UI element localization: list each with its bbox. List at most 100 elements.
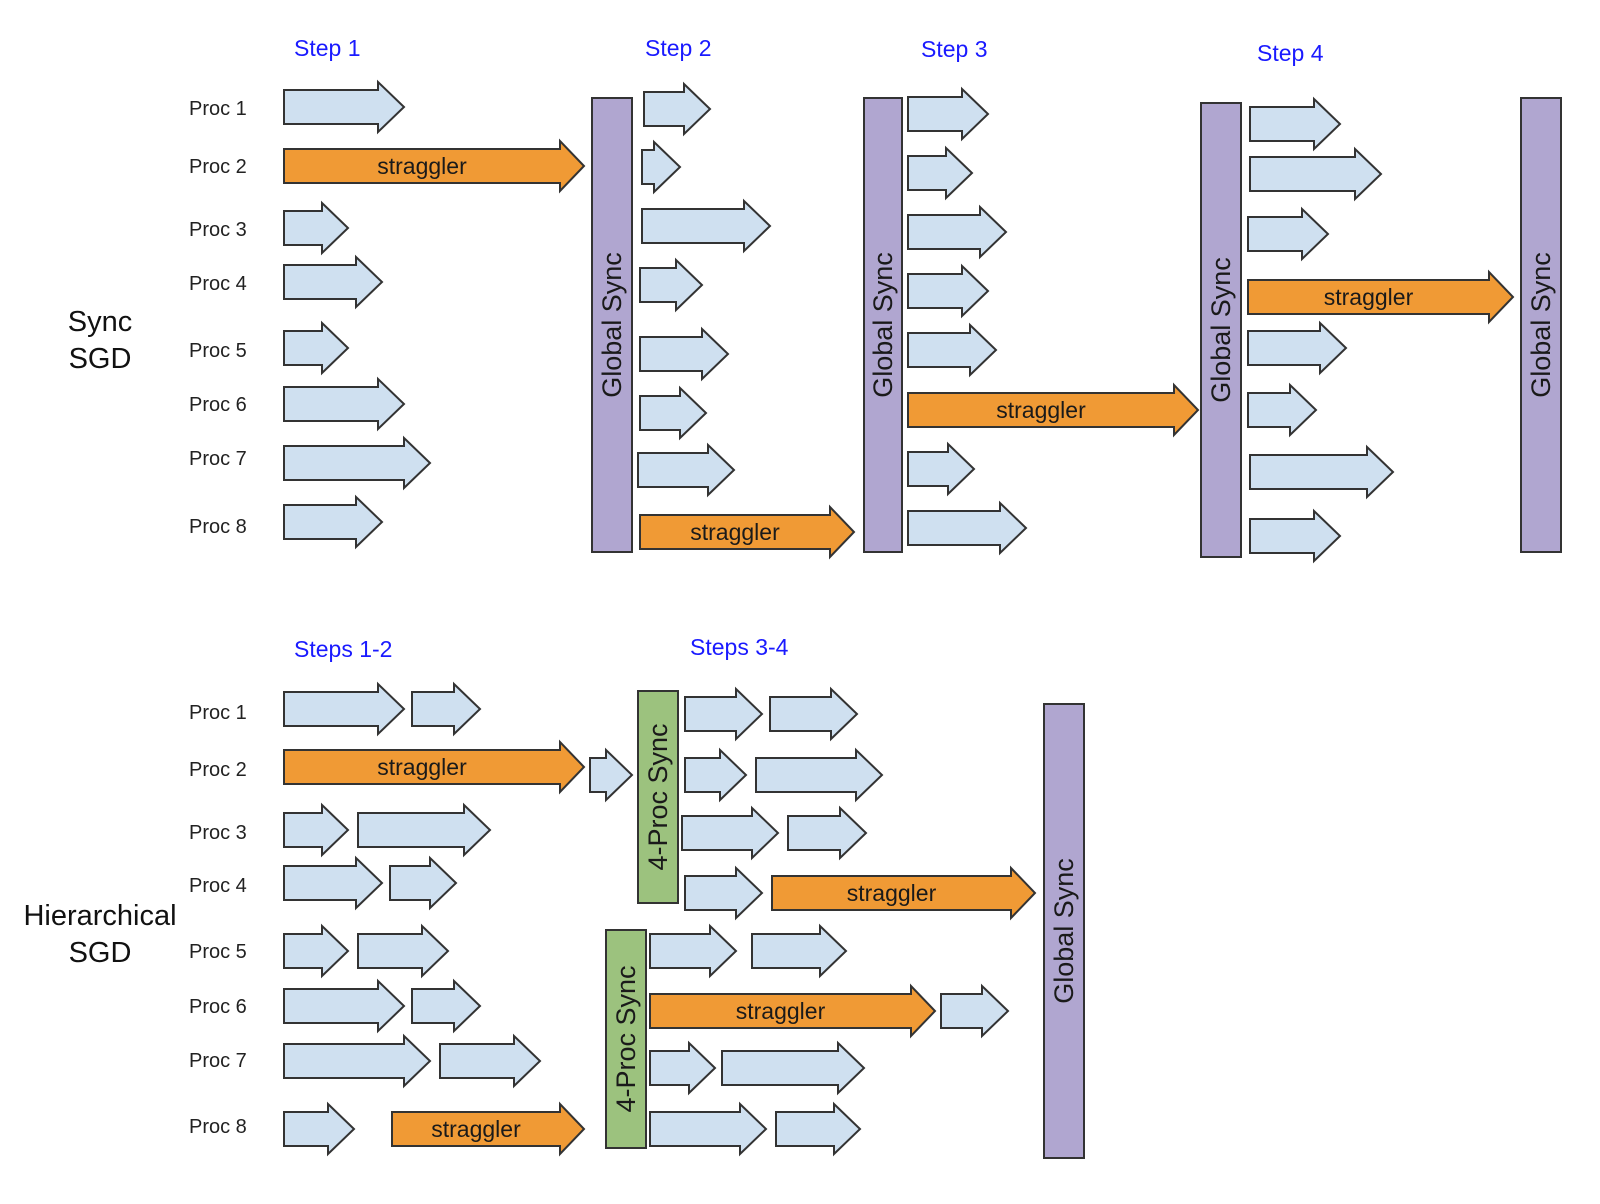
sync-sgd-section: Sync SGD Step 1 Step 2 Step 3 Step 4 Pro…: [68, 35, 1324, 538]
sync-step3-proc1-arrow: [907, 86, 990, 142]
sync-step1-proc8-arrow: [283, 494, 384, 550]
hier-proc-5-label: Proc 5: [189, 941, 247, 963]
sync-proc-4-label: Proc 4: [189, 273, 247, 295]
hier-steps34-proc7-arrow1: [649, 1040, 717, 1096]
hier-steps34-proc4-arrow1: [684, 865, 764, 921]
hier-steps12-proc3-arrow1: [283, 802, 350, 858]
straggler-label: straggler: [377, 754, 467, 780]
sync-global-sync-1: [591, 97, 633, 553]
hier-steps34-proc8-arrow2: [775, 1101, 862, 1157]
hier-proc-2-label: Proc 2: [189, 759, 247, 781]
sync-step1-proc4-arrow: [283, 254, 384, 310]
straggler-label: straggler: [1324, 284, 1414, 310]
sync-proc-3-label: Proc 3: [189, 219, 247, 241]
sync-step1-proc6-arrow: [283, 376, 406, 432]
hier-steps12-proc2-arrow1: [283, 739, 586, 795]
sync-step3-proc2-arrow: [907, 145, 974, 201]
straggler-label: straggler: [431, 1116, 521, 1142]
hier-proc-3-label: Proc 3: [189, 822, 247, 844]
sync-global-sync-final: [1520, 97, 1562, 553]
hier-local-sync-group-a: [637, 690, 679, 904]
hier-steps34-proc5-arrow1: [649, 923, 738, 979]
straggler-label: straggler: [996, 397, 1086, 423]
hier-proc-1-label: Proc 1: [189, 702, 247, 724]
sync-step3-proc6-arrow: [907, 382, 1200, 438]
straggler-label: straggler: [736, 998, 826, 1024]
sync-global-sync-3-label: Global Sync: [1206, 257, 1236, 403]
hier-steps12-proc3-arrow2: [357, 802, 492, 858]
hier-steps34-proc8-arrow1: [649, 1101, 768, 1157]
hier-steps12-proc8-arrow1: [283, 1101, 356, 1157]
sync-step2-proc7-arrow: [637, 442, 736, 498]
hier-local-sync-group-a-label: 4-Proc Sync: [643, 723, 673, 870]
hier-steps34-proc2-arrow2: [755, 747, 884, 803]
hier-steps12-proc6-arrow1: [283, 978, 406, 1034]
sync-proc-8-label: Proc 8: [189, 516, 247, 538]
sync-sgd-title-line1: Sync: [68, 306, 132, 338]
sync-step4-proc3-arrow: [1247, 206, 1330, 262]
hier-steps12-proc2-arrow2: [589, 747, 634, 803]
sync-global-sync-1-label: Global Sync: [597, 252, 627, 398]
hier-steps12-proc7-arrow2: [439, 1033, 542, 1089]
sync-step1-proc2-arrow: [283, 138, 586, 194]
sync-step-2-label: Step 2: [645, 35, 712, 61]
sync-sgd-title-line2: SGD: [69, 343, 132, 375]
hier-steps-1-2-label: Steps 1-2: [294, 636, 392, 662]
sync-proc-6-label: Proc 6: [189, 394, 247, 416]
sync-step4-proc1-arrow: [1249, 96, 1342, 152]
hier-steps34-proc5-arrow2: [751, 923, 848, 979]
hier-steps34-proc6-arrow2: [940, 983, 1010, 1039]
sync-step4-proc6-arrow: [1247, 382, 1318, 438]
sync-step3-proc4-arrow: [907, 263, 990, 319]
sync-step3-proc7-arrow: [907, 441, 976, 497]
sync-proc-2-label: Proc 2: [189, 156, 247, 178]
hier-steps12-proc4-arrow2: [389, 855, 458, 911]
sync-step4-proc8-arrow: [1249, 508, 1342, 564]
hier-sgd-title-line2: SGD: [69, 937, 132, 969]
sync-step3-proc8-arrow: [907, 500, 1028, 556]
sync-step2-proc1-arrow: [643, 81, 712, 137]
hier-steps34-proc7-arrow2: [721, 1040, 866, 1096]
hier-steps34-proc2-arrow1: [684, 747, 748, 803]
hier-local-sync-group-b: [605, 929, 647, 1149]
hier-steps34-proc4-arrow2: [771, 865, 1037, 921]
sync-proc-5-label: Proc 5: [189, 340, 247, 362]
hier-steps34-proc3-arrow2: [787, 805, 868, 861]
sync-step2-proc5-arrow: [639, 326, 730, 382]
sync-step2-proc4-arrow: [639, 257, 704, 313]
hierarchical-sgd-section: Hierarchical SGD Steps 1-2 Steps 3-4 Pro…: [23, 634, 788, 1138]
sync-global-sync-2: [863, 97, 903, 553]
sync-step2-proc2-arrow: [641, 139, 682, 195]
sync-step1-proc1-arrow: [283, 79, 406, 135]
hier-steps12-proc8-arrow2: [391, 1101, 586, 1157]
hier-proc-6-label: Proc 6: [189, 996, 247, 1018]
sync-step2-proc6-arrow: [639, 385, 708, 441]
hier-steps34-proc1-arrow1: [684, 686, 764, 742]
hier-steps12-proc7-arrow1: [283, 1033, 432, 1089]
hier-steps34-proc3-arrow1: [681, 805, 780, 861]
sync-step-1-label: Step 1: [294, 35, 361, 61]
straggler-label: straggler: [847, 880, 937, 906]
hier-global-sync: [1043, 703, 1085, 1159]
hier-steps12-proc1-arrow2: [411, 681, 482, 737]
sync-step4-proc2-arrow: [1249, 146, 1383, 202]
straggler-label: straggler: [377, 153, 467, 179]
sync-global-sync-2-label: Global Sync: [868, 252, 898, 398]
hier-steps12-proc4-arrow1: [283, 855, 384, 911]
sync-proc-1-label: Proc 1: [189, 98, 247, 120]
straggler-label: straggler: [690, 519, 780, 545]
sync-step-4-label: Step 4: [1257, 40, 1324, 66]
sync-step2-proc8-arrow: [639, 504, 856, 560]
hier-steps12-proc1-arrow1: [283, 681, 406, 737]
hier-local-sync-group-b-label: 4-Proc Sync: [611, 965, 641, 1112]
hier-proc-7-label: Proc 7: [189, 1050, 247, 1072]
sync-step4-proc5-arrow: [1247, 320, 1348, 376]
hier-steps34-proc1-arrow2: [769, 686, 859, 742]
sync-step1-proc3-arrow: [283, 200, 350, 256]
hier-global-sync-label: Global Sync: [1049, 858, 1079, 1004]
sync-step4-proc7-arrow: [1249, 444, 1395, 500]
sync-step1-proc7-arrow: [283, 435, 432, 491]
sync-step3-proc5-arrow: [907, 322, 998, 378]
